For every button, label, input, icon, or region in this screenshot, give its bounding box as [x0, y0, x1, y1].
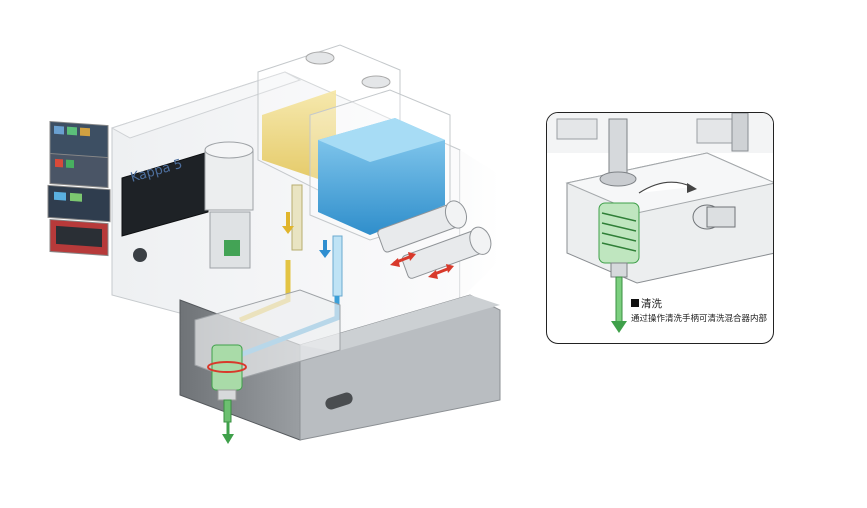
mixer-closeup-illustration: [547, 113, 773, 333]
material-b-tank: [309, 75, 451, 297]
mixer-block: [194, 289, 341, 423]
motion-arrow: [390, 252, 416, 267]
green-indicator: [224, 240, 240, 256]
output-arrow-head: [222, 434, 234, 444]
motor-assembly: [204, 141, 254, 269]
caption-title: 清洗: [631, 297, 771, 311]
cleaning-detail-inset: 清洗 通过操作清洗手柄可清洗混合器内部: [546, 112, 774, 344]
screen-thumbnails: [47, 120, 111, 257]
cleaning-caption: 清洗 通过操作清洗手柄可清洗混合器内部: [631, 297, 771, 325]
power-knob: [133, 248, 147, 262]
caption-title-text: 清洗: [641, 298, 662, 310]
piston-cylinders: [377, 200, 492, 279]
caption-body: 通过操作清洗手柄可清洗混合器内部: [631, 314, 768, 324]
handle-slot: [325, 392, 353, 410]
motion-arrow: [428, 264, 454, 279]
bullet-square-icon: [631, 299, 639, 307]
rotation-arrow: [207, 361, 247, 373]
